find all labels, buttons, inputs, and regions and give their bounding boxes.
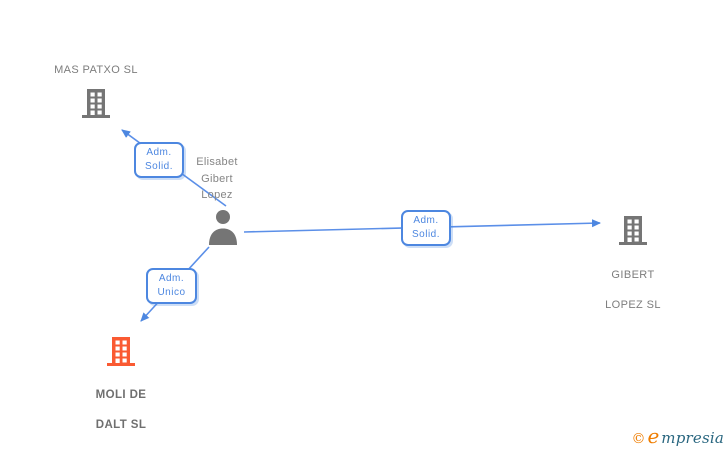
company-label: MAS PATXO SL <box>54 64 138 76</box>
person-name-line: Lopez <box>201 189 233 201</box>
relation-label-adm-unico: Adm. Unico <box>146 268 197 304</box>
relation-label-line: Solid. <box>411 229 440 240</box>
company-label-line: LOPEZ SL <box>605 299 661 311</box>
relation-label-line: Adm. <box>413 215 439 226</box>
company-node-gibert-lopez[interactable]: GIBERT LOPEZ SL <box>583 214 683 328</box>
company-node-moli-de-dalt[interactable]: MOLI DE DALT SL <box>71 335 171 448</box>
company-label-line: DALT SL <box>95 419 147 431</box>
copyright-symbol: © <box>631 431 646 447</box>
relation-label-line: Adm. <box>146 147 172 158</box>
company-node-mas-patxo[interactable]: MAS PATXO SL <box>36 63 156 119</box>
person-name: Elisabet Gibert Lopez <box>167 154 267 204</box>
brand-initial: e <box>647 424 660 448</box>
relation-label-adm-solid-2: Adm. Solid. <box>401 210 451 246</box>
building-icon <box>107 337 135 366</box>
building-icon <box>619 216 647 245</box>
relation-label-line: Solid. <box>144 161 173 172</box>
person-icon <box>209 210 237 245</box>
building-icon <box>82 89 110 118</box>
brand-text: mpresia <box>661 429 724 447</box>
relation-label-line: Unico <box>157 287 186 298</box>
company-label: MOLI DE DALT SL <box>71 373 171 448</box>
relation-label-line: Adm. <box>158 273 185 284</box>
relation-label-adm-solid-1: Adm. Solid. <box>134 142 184 178</box>
company-label: GIBERT LOPEZ SL <box>583 253 683 328</box>
company-label-line: MOLI DE <box>95 389 147 401</box>
person-name-line: Gibert <box>201 172 233 185</box>
person-name-line: Elisabet <box>196 156 238 168</box>
person-node[interactable] <box>205 208 241 246</box>
company-label-line: GIBERT <box>611 269 655 281</box>
